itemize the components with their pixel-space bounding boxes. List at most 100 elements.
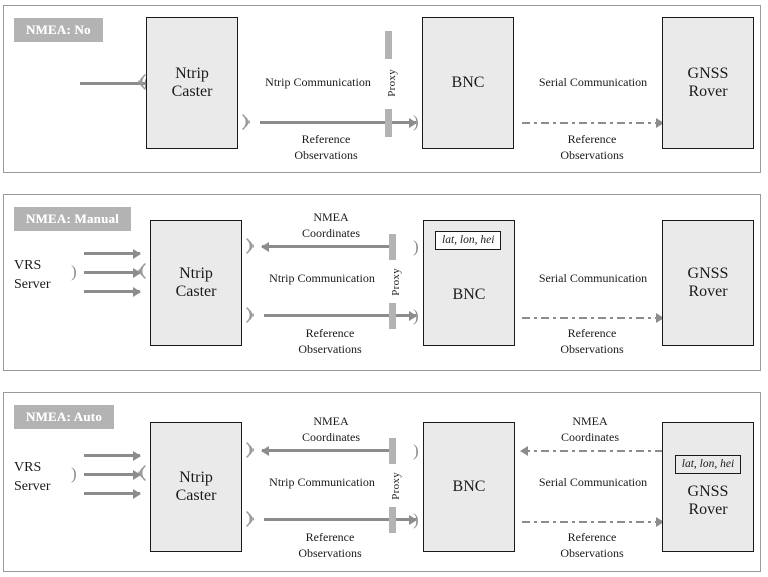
proxy-bar-lower [385, 109, 392, 137]
antenna-paren-icon: ) [413, 510, 419, 529]
antenna-transmit-glyph [246, 442, 254, 458]
arrow-reference-observations-serial [522, 521, 662, 523]
node-label-line2: Rover [688, 283, 728, 300]
proxy-bar-lower [389, 507, 396, 533]
arrow-vrs-stream-3 [84, 290, 140, 293]
antenna-paren-icon: ) [413, 441, 419, 460]
arrow-vrs-stream-2 [84, 271, 140, 274]
label-nmea-coordinates-line1: NMEA [313, 210, 349, 224]
antenna-transmit-glyph [246, 511, 254, 527]
label-nmea-coordinates-line2: Coordinates [302, 226, 360, 240]
antenna-transmit-glyph [242, 114, 250, 130]
antenna-paren-icon: ) [413, 112, 419, 131]
node-label-line1: BNC [452, 285, 486, 303]
label-serial-communication: Serial Communication [538, 75, 648, 89]
antenna-paren-icon: ) [413, 306, 419, 325]
node-label-line2: Rover [688, 83, 728, 100]
antenna-receive-icon [132, 463, 148, 488]
label-proxy: Proxy [390, 268, 402, 296]
panel-nmea-manual: NMEA: Manual VRS Server ) Ntrip Caster N… [3, 194, 761, 371]
node-label-line1: GNSS [687, 64, 729, 82]
label-reference-observations-right-line2: Observations [560, 342, 624, 356]
label-reference-observations-left-line2: Observations [298, 546, 362, 560]
arrow-reference-observations-ntrip [264, 314, 416, 317]
antenna-paren-icon: ) [71, 464, 77, 483]
antenna-receive-icon [132, 261, 148, 286]
label-ntrip-communication: Ntrip Communication [265, 75, 371, 89]
proxy-bar-upper [389, 438, 396, 464]
label-reference-observations-right-line1: Reference [567, 132, 617, 146]
antenna-transmit-glyph [246, 307, 254, 323]
antenna-transmit-icon [244, 236, 260, 261]
label-vrs-server-line2: Server [14, 479, 51, 494]
antenna-receive-glyph [138, 465, 146, 481]
arrow-nmea-coordinates-to-caster [262, 245, 394, 248]
panel-nmea-auto: NMEA: Auto VRS Server ) Ntrip Caster NME… [3, 392, 761, 572]
antenna-transmit-icon [240, 112, 256, 137]
node-label-line1: Ntrip [179, 264, 213, 282]
status-badge-nmea-manual: NMEA: Manual [14, 207, 132, 231]
label-nmea-coordinates-right-line1: NMEA [572, 414, 608, 428]
status-badge-nmea-auto: NMEA: Auto [14, 405, 115, 429]
label-nmea-coordinates-right-line2: Coordinates [561, 430, 619, 444]
coordinate-box: lat, lon, hei [674, 454, 742, 474]
antenna-receive-glyph [138, 74, 146, 90]
node-label-line1: GNSS [687, 264, 729, 282]
status-badge-nmea-no: NMEA: No [14, 18, 103, 42]
label-reference-observations-left-line1: Reference [301, 132, 351, 146]
label-reference-observations-right-line1: Reference [567, 530, 617, 544]
node-label-line2: Caster [175, 487, 217, 504]
arrow-vrs-stream-2 [84, 473, 140, 476]
arrow-incoming-stream [80, 82, 152, 85]
label-reference-observations-left-line1: Reference [305, 530, 355, 544]
label-serial-communication: Serial Communication [538, 475, 648, 489]
arrow-nmea-coordinates-to-bnc [522, 450, 662, 452]
node-label-line1: BNC [452, 477, 486, 495]
node-ntrip-caster[interactable]: Ntrip Caster [146, 17, 238, 149]
label-reference-observations-left-line1: Reference [305, 326, 355, 340]
arrow-vrs-stream-3 [84, 492, 140, 495]
proxy-bar-upper [389, 234, 396, 260]
node-ntrip-caster[interactable]: Ntrip Caster [150, 422, 242, 552]
node-label-line2: Caster [171, 83, 213, 100]
label-reference-observations-left-line2: Observations [294, 148, 358, 162]
node-label-line1: GNSS [687, 482, 729, 500]
label-reference-observations-right-line2: Observations [560, 148, 624, 162]
node-bnc[interactable]: lat, lon, hei BNC [423, 220, 515, 346]
arrow-nmea-coordinates-to-caster [262, 449, 394, 452]
arrow-vrs-stream-1 [84, 252, 140, 255]
label-proxy: Proxy [390, 472, 402, 500]
node-ntrip-caster[interactable]: Ntrip Caster [150, 220, 242, 346]
label-vrs-server-line1: VRS [14, 460, 42, 475]
label-serial-communication: Serial Communication [538, 271, 648, 285]
panel-nmea-no: NMEA: No Ntrip Caster Ntrip Communicatio… [3, 5, 761, 173]
antenna-transmit-icon [244, 440, 260, 465]
label-nmea-coordinates-left-line1: NMEA [313, 414, 349, 428]
node-gnss-rover[interactable]: GNSS Rover [662, 17, 754, 149]
label-ntrip-communication: Ntrip Communication [269, 475, 375, 489]
antenna-paren-icon: ) [413, 237, 419, 256]
coordinate-box: lat, lon, hei [435, 231, 502, 251]
node-gnss-rover[interactable]: lat, lon, hei GNSS Rover [662, 422, 754, 552]
arrow-reference-observations-ntrip [264, 518, 416, 521]
node-label-line2: Caster [175, 283, 217, 300]
label-ntrip-communication: Ntrip Communication [269, 271, 375, 285]
label-reference-observations-left-line2: Observations [298, 342, 362, 356]
proxy-bar-upper [385, 31, 392, 59]
antenna-transmit-icon [244, 509, 260, 534]
arrow-reference-observations-serial [522, 317, 662, 319]
label-reference-observations-right-line1: Reference [567, 326, 617, 340]
node-label-line1: BNC [451, 73, 485, 91]
antenna-receive-icon [132, 72, 148, 97]
arrow-reference-observations-serial [522, 122, 662, 124]
node-bnc[interactable]: BNC [422, 17, 514, 149]
antenna-transmit-glyph [246, 238, 254, 254]
label-proxy: Proxy [386, 69, 398, 97]
label-vrs-server-line2: Server [14, 277, 51, 292]
node-gnss-rover[interactable]: GNSS Rover [662, 220, 754, 346]
antenna-paren-icon: ) [71, 262, 77, 281]
node-label-line1: Ntrip [179, 468, 213, 486]
arrow-vrs-stream-1 [84, 454, 140, 457]
node-bnc[interactable]: BNC [423, 422, 515, 552]
antenna-receive-glyph [138, 263, 146, 279]
